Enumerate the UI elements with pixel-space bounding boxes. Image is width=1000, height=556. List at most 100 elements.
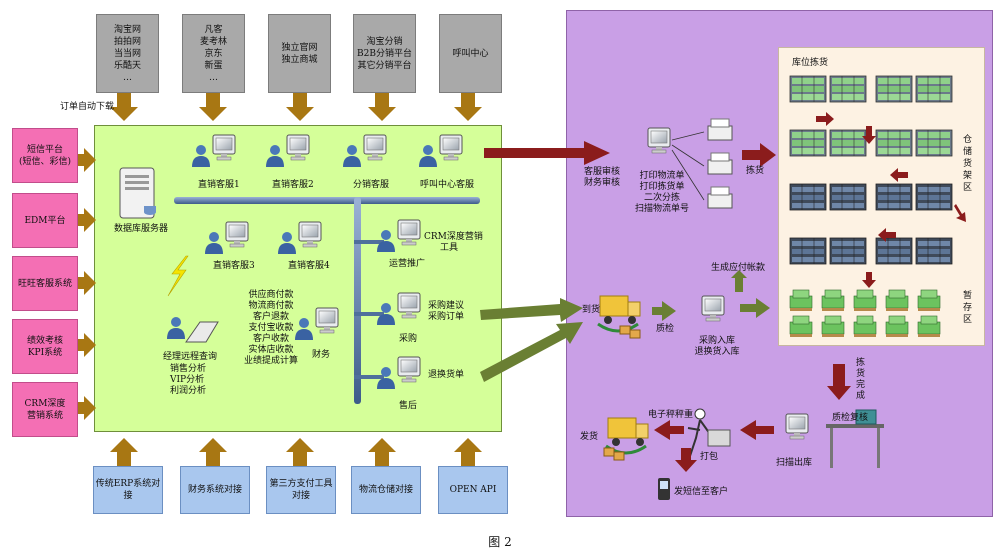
inbound-item: 退换货入库 [694, 347, 740, 357]
left-system-kpi: 绩效考核 KPI系统 [12, 319, 78, 374]
source-box-official-site: 独立官网 独立商城 [268, 14, 331, 93]
source-line: 呼叫中心 [452, 48, 489, 59]
source-line: 淘宝网 [113, 24, 141, 35]
truck-icon [603, 417, 649, 461]
shelf-area-label: 仓 储 货 架 区 [963, 134, 972, 194]
review-item: 财务审核 [584, 178, 621, 188]
finance-task: 客户退款 [252, 312, 289, 322]
qc-label: 质检 [656, 324, 675, 334]
printer-icon [707, 118, 733, 209]
source-line: 其它分销平台 [357, 60, 412, 71]
finance-task: 供应商付款 [248, 290, 294, 300]
left-system-edm: EDM平台 [12, 193, 78, 248]
order-download-label: 订单自动下载 [60, 102, 115, 112]
pick-done-char: 完 [856, 380, 866, 390]
source-line: 麦考林 [199, 36, 227, 47]
source-line: 凡客 [204, 24, 223, 35]
purchase-label: 采购 [399, 334, 418, 344]
system-line: 短信平台 [26, 144, 63, 155]
source-box-distribution: 淘宝分销 B2B分销平台 其它分销平台 [353, 14, 416, 93]
agent-label: 直销客服1 [198, 180, 240, 190]
source-line: 京东 [204, 48, 223, 59]
left-system-crm: CRM深度 营销系统 [12, 382, 78, 437]
report-item: 销售分析 [170, 364, 207, 374]
inbound-label: 采购入库 退换货入库 [689, 336, 745, 358]
shelf-area-char: 储 [963, 147, 973, 157]
temp-area-char: 存 [963, 303, 973, 313]
agent-label: 直销客服3 [213, 261, 255, 271]
arrow-to-picking [742, 143, 776, 167]
qc-station [826, 409, 884, 468]
arrow-returns-arrival [480, 322, 583, 382]
system-line: 传统ERP系统对 [95, 479, 161, 489]
system-line: (短信、彩信) [18, 156, 72, 167]
review-item: 客服审核 [584, 167, 621, 177]
system-line: CRM深度 [24, 398, 66, 409]
shelf-area-char: 仓 [963, 135, 973, 145]
pick-done-label: 拣 货 完 成 [856, 358, 865, 402]
sms-customer-label: 发短信至客户 [674, 487, 729, 497]
bottom-system-payment: 第三方支付工具 对接 [266, 466, 336, 514]
finance-task: 客户收款 [252, 334, 289, 344]
computer-user-icon [377, 219, 421, 252]
agent-label: 直销客服2 [272, 180, 314, 190]
warehouse-flow-arrows [816, 112, 966, 288]
shelf-icon [789, 75, 953, 265]
finance-task: 实体店收款 [248, 345, 294, 355]
pick-done-char: 成 [856, 391, 866, 401]
system-line: 营销系统 [26, 410, 63, 421]
crm-tool-label: CRM深度营销 工具 [424, 232, 483, 254]
source-box-b2c: 凡客 麦考林 京东 新蛋 … [182, 14, 245, 93]
left-system-sms: 短信平台 (短信、彩信) [12, 128, 78, 183]
source-line: 独立官网 [281, 42, 318, 53]
agent-label: 呼叫中心客服 [420, 180, 475, 190]
computer-user-icon [266, 134, 310, 167]
agent-label: 直销客服4 [288, 261, 330, 271]
ship-label: 发货 [580, 432, 599, 442]
ops-promo-label: 运营推广 [389, 259, 426, 269]
shelf-area-char: 架 [963, 171, 973, 181]
pallet-icon [789, 289, 941, 338]
computer-user-icon [785, 413, 809, 440]
computer-user-icon [343, 134, 387, 167]
computer-user-icon [377, 356, 421, 389]
arrival-label: 到货 [582, 305, 601, 315]
system-line: 物流仓储对接 [358, 485, 413, 495]
system-line: 旺旺客服系统 [17, 278, 72, 289]
source-line: 独立商城 [281, 54, 318, 65]
system-line: 第三方支付工具 [269, 479, 333, 489]
finance-task: 物流商付款 [248, 301, 294, 311]
system-line: 接 [123, 491, 133, 501]
source-line: … [209, 72, 218, 83]
system-line: KPI系统 [27, 347, 63, 358]
returns-label: 退换货单 [428, 370, 465, 380]
manager-remote-label: 经理远程查询 [163, 352, 218, 362]
source-box-call-center: 呼叫中心 [439, 14, 502, 93]
payable-label: 生成应付帐款 [711, 263, 766, 273]
print-task: 打印物流单 [639, 171, 685, 181]
purchase-items: 采购建议 采购订单 [428, 301, 464, 323]
temp-area-label: 暂 存 区 [963, 290, 972, 326]
pick-done-char: 货 [856, 369, 866, 379]
source-line: 淘宝分销 [366, 36, 403, 47]
source-line: B2B分销平台 [357, 48, 412, 59]
warehouse-title: 库位拣货 [792, 58, 829, 68]
temp-area-char: 暂 [963, 291, 973, 301]
lightning-icon [167, 255, 189, 297]
system-line: 绩效考核 [26, 335, 63, 346]
report-item: VIP分析 [170, 375, 205, 385]
bottom-system-finance: 财务系统对接 [180, 466, 250, 514]
top-arrows [110, 93, 482, 121]
print-task: 二次分拣 [643, 193, 680, 203]
report-item: 利润分析 [170, 386, 207, 396]
arrow-purchase-arrival [480, 298, 583, 322]
picking-label: 拣货 [746, 166, 765, 176]
computer-user-icon [647, 127, 671, 154]
computer-user-icon [278, 221, 322, 254]
phone-icon [658, 478, 670, 500]
pack-label: 打包 [700, 452, 719, 462]
bottom-system-logistics: 物流仓储对接 [351, 466, 421, 514]
manager-reports: 销售分析 VIP分析 利润分析 [170, 364, 206, 397]
finance-task: 支付宝收款 [248, 323, 294, 333]
system-line: 对接 [291, 491, 310, 501]
